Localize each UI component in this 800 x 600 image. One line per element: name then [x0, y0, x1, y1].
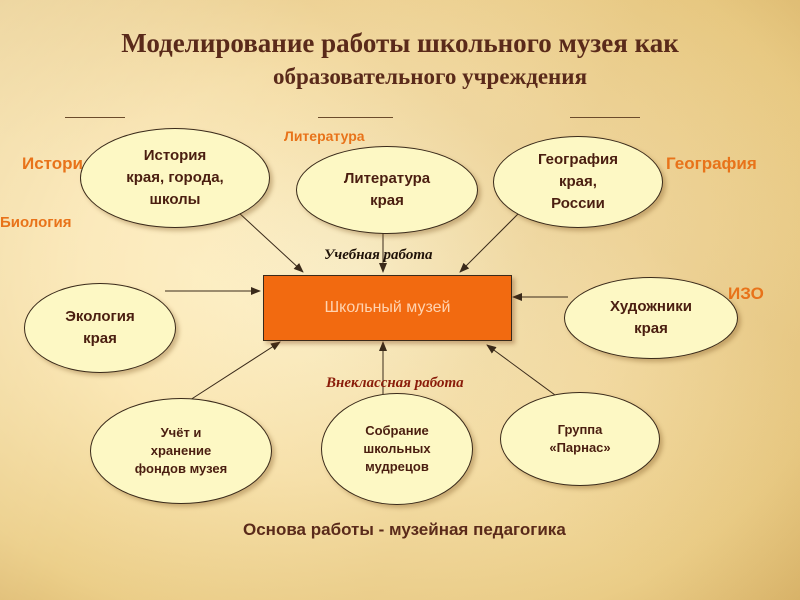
footer-note: Основа работы - музейная педагогика — [243, 520, 566, 539]
label-academic-work: Учебная работа — [324, 247, 433, 263]
node-geography-label: География края, России — [537, 151, 619, 212]
divider-line-left — [65, 117, 125, 118]
node-parnas-label: Группа «Парнас» — [549, 422, 611, 455]
arrow-parnas — [486, 344, 556, 396]
subject-geography: География — [666, 154, 757, 173]
subject-literature: Литература — [284, 128, 365, 144]
arrow-geography — [459, 211, 521, 273]
node-ecology: Экология края — [24, 283, 176, 373]
node-literature-label: Литература края — [343, 170, 431, 209]
arrow-funds — [189, 341, 281, 401]
center-label: Школьный музей — [324, 299, 451, 316]
divider-line-right — [570, 117, 640, 118]
page-title: Моделирование работы школьного музея как… — [60, 26, 740, 94]
node-ecology-label: Экология края — [65, 308, 135, 347]
node-artists-label: Художники края — [610, 298, 692, 337]
center-box: Школьный музей — [263, 275, 512, 341]
node-sages: Собрание школьных мудрецов — [321, 393, 473, 505]
divider-line-middle — [318, 117, 393, 118]
node-parnas: Группа «Парнас» — [500, 392, 660, 486]
subject-art: ИЗО — [728, 284, 764, 303]
node-funds-label: Учёт и хранение фондов музея — [134, 425, 228, 476]
node-history: История края, города, школы — [80, 128, 270, 228]
node-sages-label: Собрание школьных мудрецов — [363, 423, 431, 474]
subject-history: Истори — [22, 154, 83, 173]
node-literature: Литература края — [296, 146, 478, 234]
node-history-label: История края, города, школы — [126, 147, 224, 208]
title-line-1: Моделирование работы школьного музея как — [121, 28, 679, 58]
node-geography: География края, России — [493, 136, 663, 228]
title-line-2: образовательного учреждения — [272, 64, 588, 89]
node-artists: Художники края — [564, 277, 738, 359]
label-extracurricular-work: Внеклассная работа — [326, 375, 464, 391]
node-funds: Учёт и хранение фондов музея — [90, 398, 272, 504]
subject-biology: Биология — [0, 214, 72, 231]
